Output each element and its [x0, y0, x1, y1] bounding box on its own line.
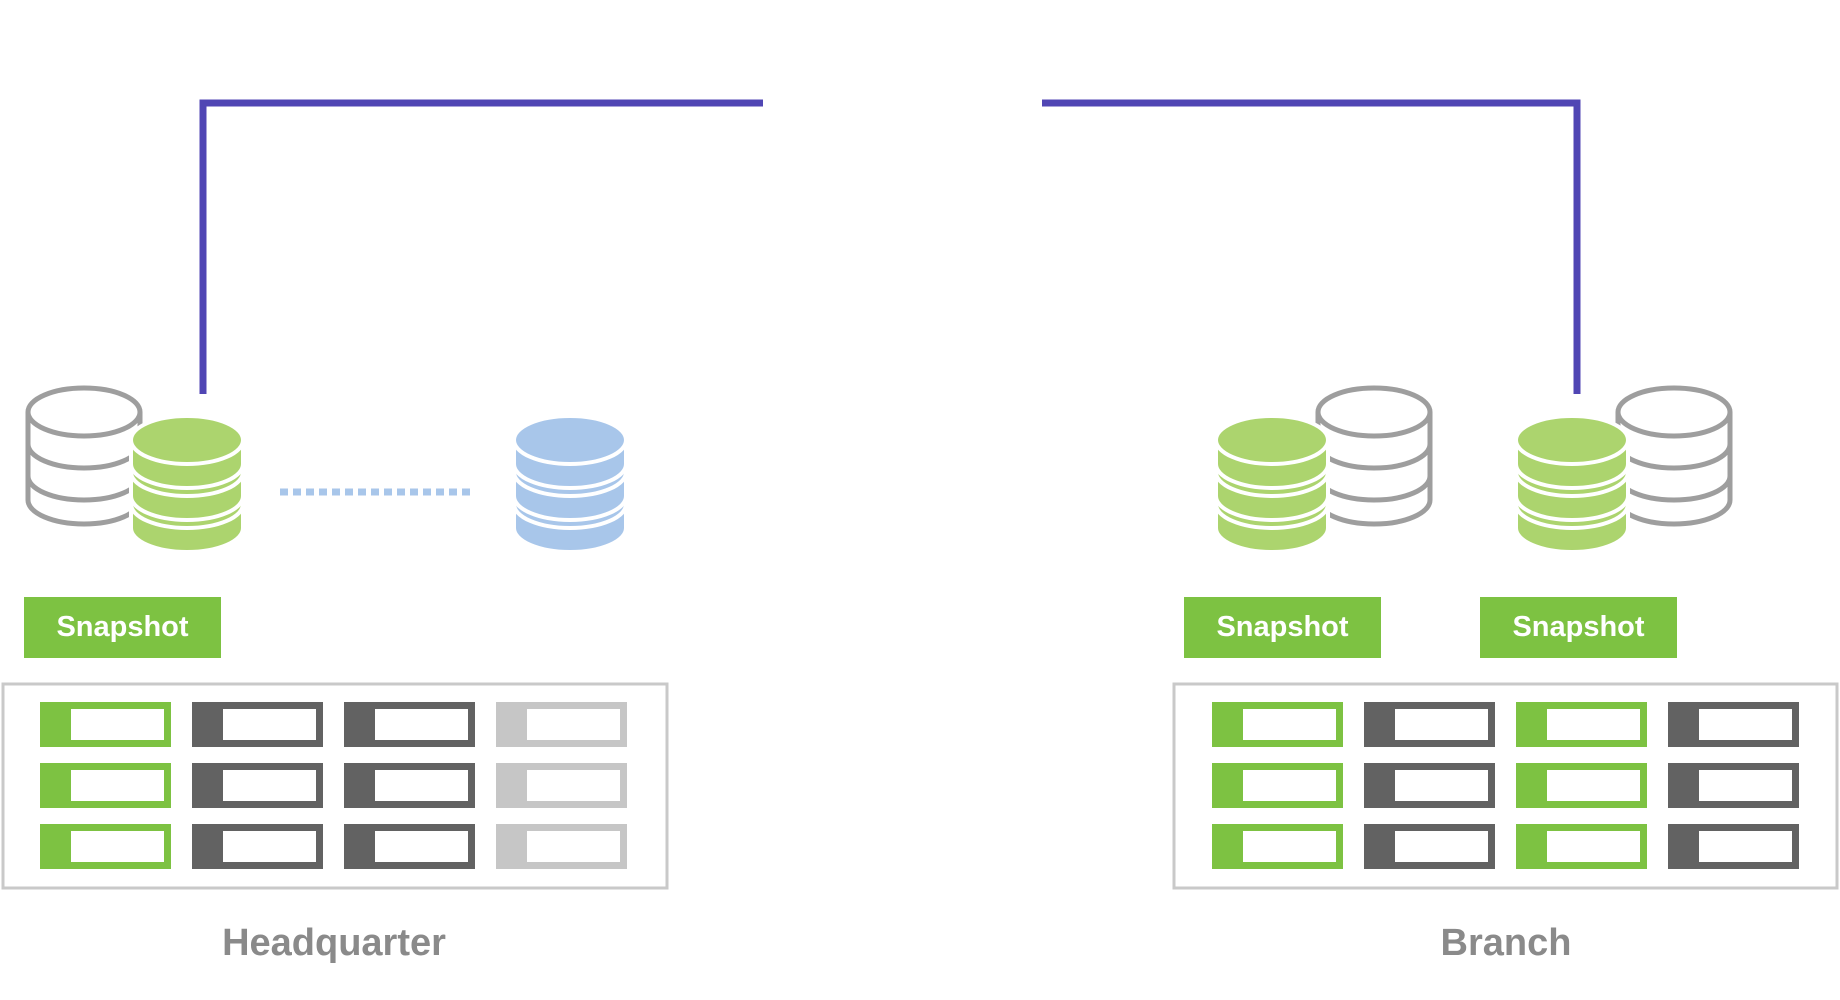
branch-drive-r1-c2	[1364, 702, 1495, 747]
branch-snapshot-label-1: Snapshot	[1216, 611, 1349, 643]
branch-drive-r1-c4	[1668, 702, 1799, 747]
hq-drive-r1-c3	[344, 702, 475, 747]
link-line-branch	[1042, 99, 1581, 394]
branch-drive-r3-c1	[1212, 824, 1343, 869]
branch-drive-r2-c3	[1516, 763, 1647, 808]
hq-drive-grid	[40, 702, 627, 869]
hq-drive-r3-c2	[192, 824, 323, 869]
branch-drive-r1-c1	[1212, 702, 1343, 747]
hq-drive-r3-c3	[344, 824, 475, 869]
hq-drive-r1-c4	[496, 702, 627, 747]
hq-drive-r2-c4	[496, 763, 627, 808]
hq-snapshot-label: Snapshot	[56, 611, 189, 643]
hq-drive-r3-c1	[40, 824, 171, 869]
branch-drive-grid	[1212, 702, 1799, 869]
branch-database-green-icon-1	[1214, 414, 1330, 554]
branch-drive-r2-c4	[1668, 763, 1799, 808]
hq-snapshot-badge: Snapshot	[24, 597, 221, 658]
hq-drive-r2-c1	[40, 763, 171, 808]
hq-database-green-icon	[129, 414, 245, 554]
branch-drive-r2-c2	[1364, 763, 1495, 808]
branch-drive-r1-c3	[1516, 702, 1647, 747]
hq-drive-r1-c2	[192, 702, 323, 747]
link-line-headquarter	[199, 99, 763, 394]
branch-drive-r3-c3	[1516, 824, 1647, 869]
hq-drive-r2-c3	[344, 763, 475, 808]
hq-database-outline-icon	[25, 385, 143, 527]
branch-drive-r3-c2	[1364, 824, 1495, 869]
branch-database-outline-icon-2	[1615, 385, 1733, 527]
branch-drive-r2-c1	[1212, 763, 1343, 808]
branch-label: Branch	[1440, 922, 1572, 964]
headquarter-label: Headquarter	[222, 922, 446, 964]
branch-database-outline-icon-1	[1315, 385, 1433, 527]
hq-drive-r1-c1	[40, 702, 171, 747]
hq-drive-r2-c2	[192, 763, 323, 808]
branch-snapshot-badge-1: Snapshot	[1184, 597, 1381, 658]
branch-drive-r3-c4	[1668, 824, 1799, 869]
branch-snapshot-label-2: Snapshot	[1512, 611, 1645, 643]
branch-database-green-icon-2	[1514, 414, 1630, 554]
branch-snapshot-badge-2: Snapshot	[1480, 597, 1677, 658]
hq-database-blue-icon	[512, 414, 628, 554]
hq-drive-r3-c4	[496, 824, 627, 869]
